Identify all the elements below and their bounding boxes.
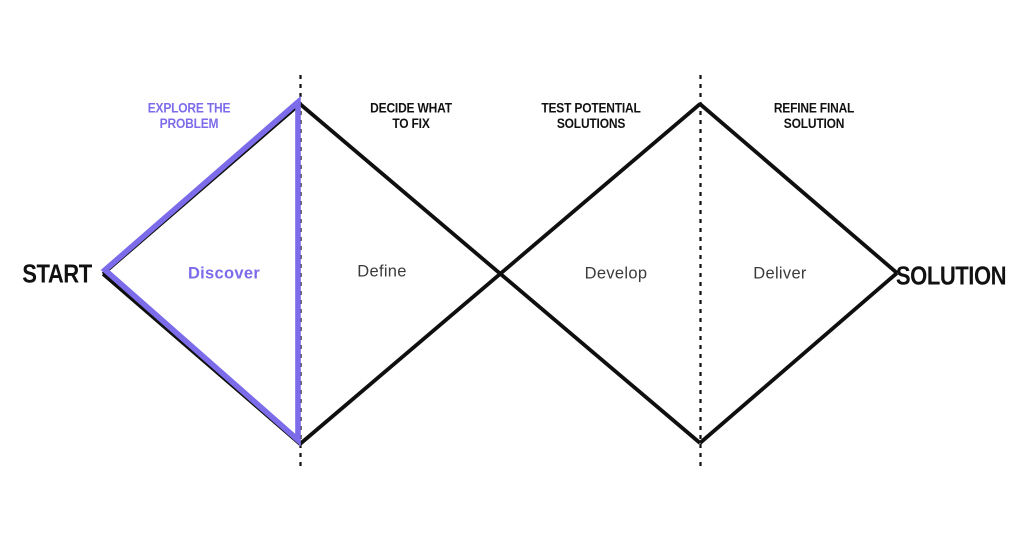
stage-header-decide: DECIDE WHAT TO FIX [370, 100, 452, 132]
stage-label-discover: Discover [187, 264, 261, 283]
stage-header-test: TEST POTENTIAL SOLUTIONS [541, 100, 641, 132]
stage-header-refine: REFINE FINAL SOLUTION [773, 100, 855, 132]
stage-label-define: Define [357, 262, 407, 281]
stage-label-deliver: Deliver [753, 264, 807, 283]
solution-label: SOLUTION [895, 260, 1007, 290]
diamond-edge-solution-bottom [698, 271, 899, 445]
diamond-edge-solution-top [698, 102, 899, 275]
cross-line-ascending [298, 102, 702, 446]
stage-label-develop: Develop [584, 264, 648, 283]
stage-header-explore: EXPLORE THE PROBLEM [147, 100, 231, 132]
discover-highlight-outline [100, 95, 301, 447]
start-label: START [22, 258, 92, 288]
